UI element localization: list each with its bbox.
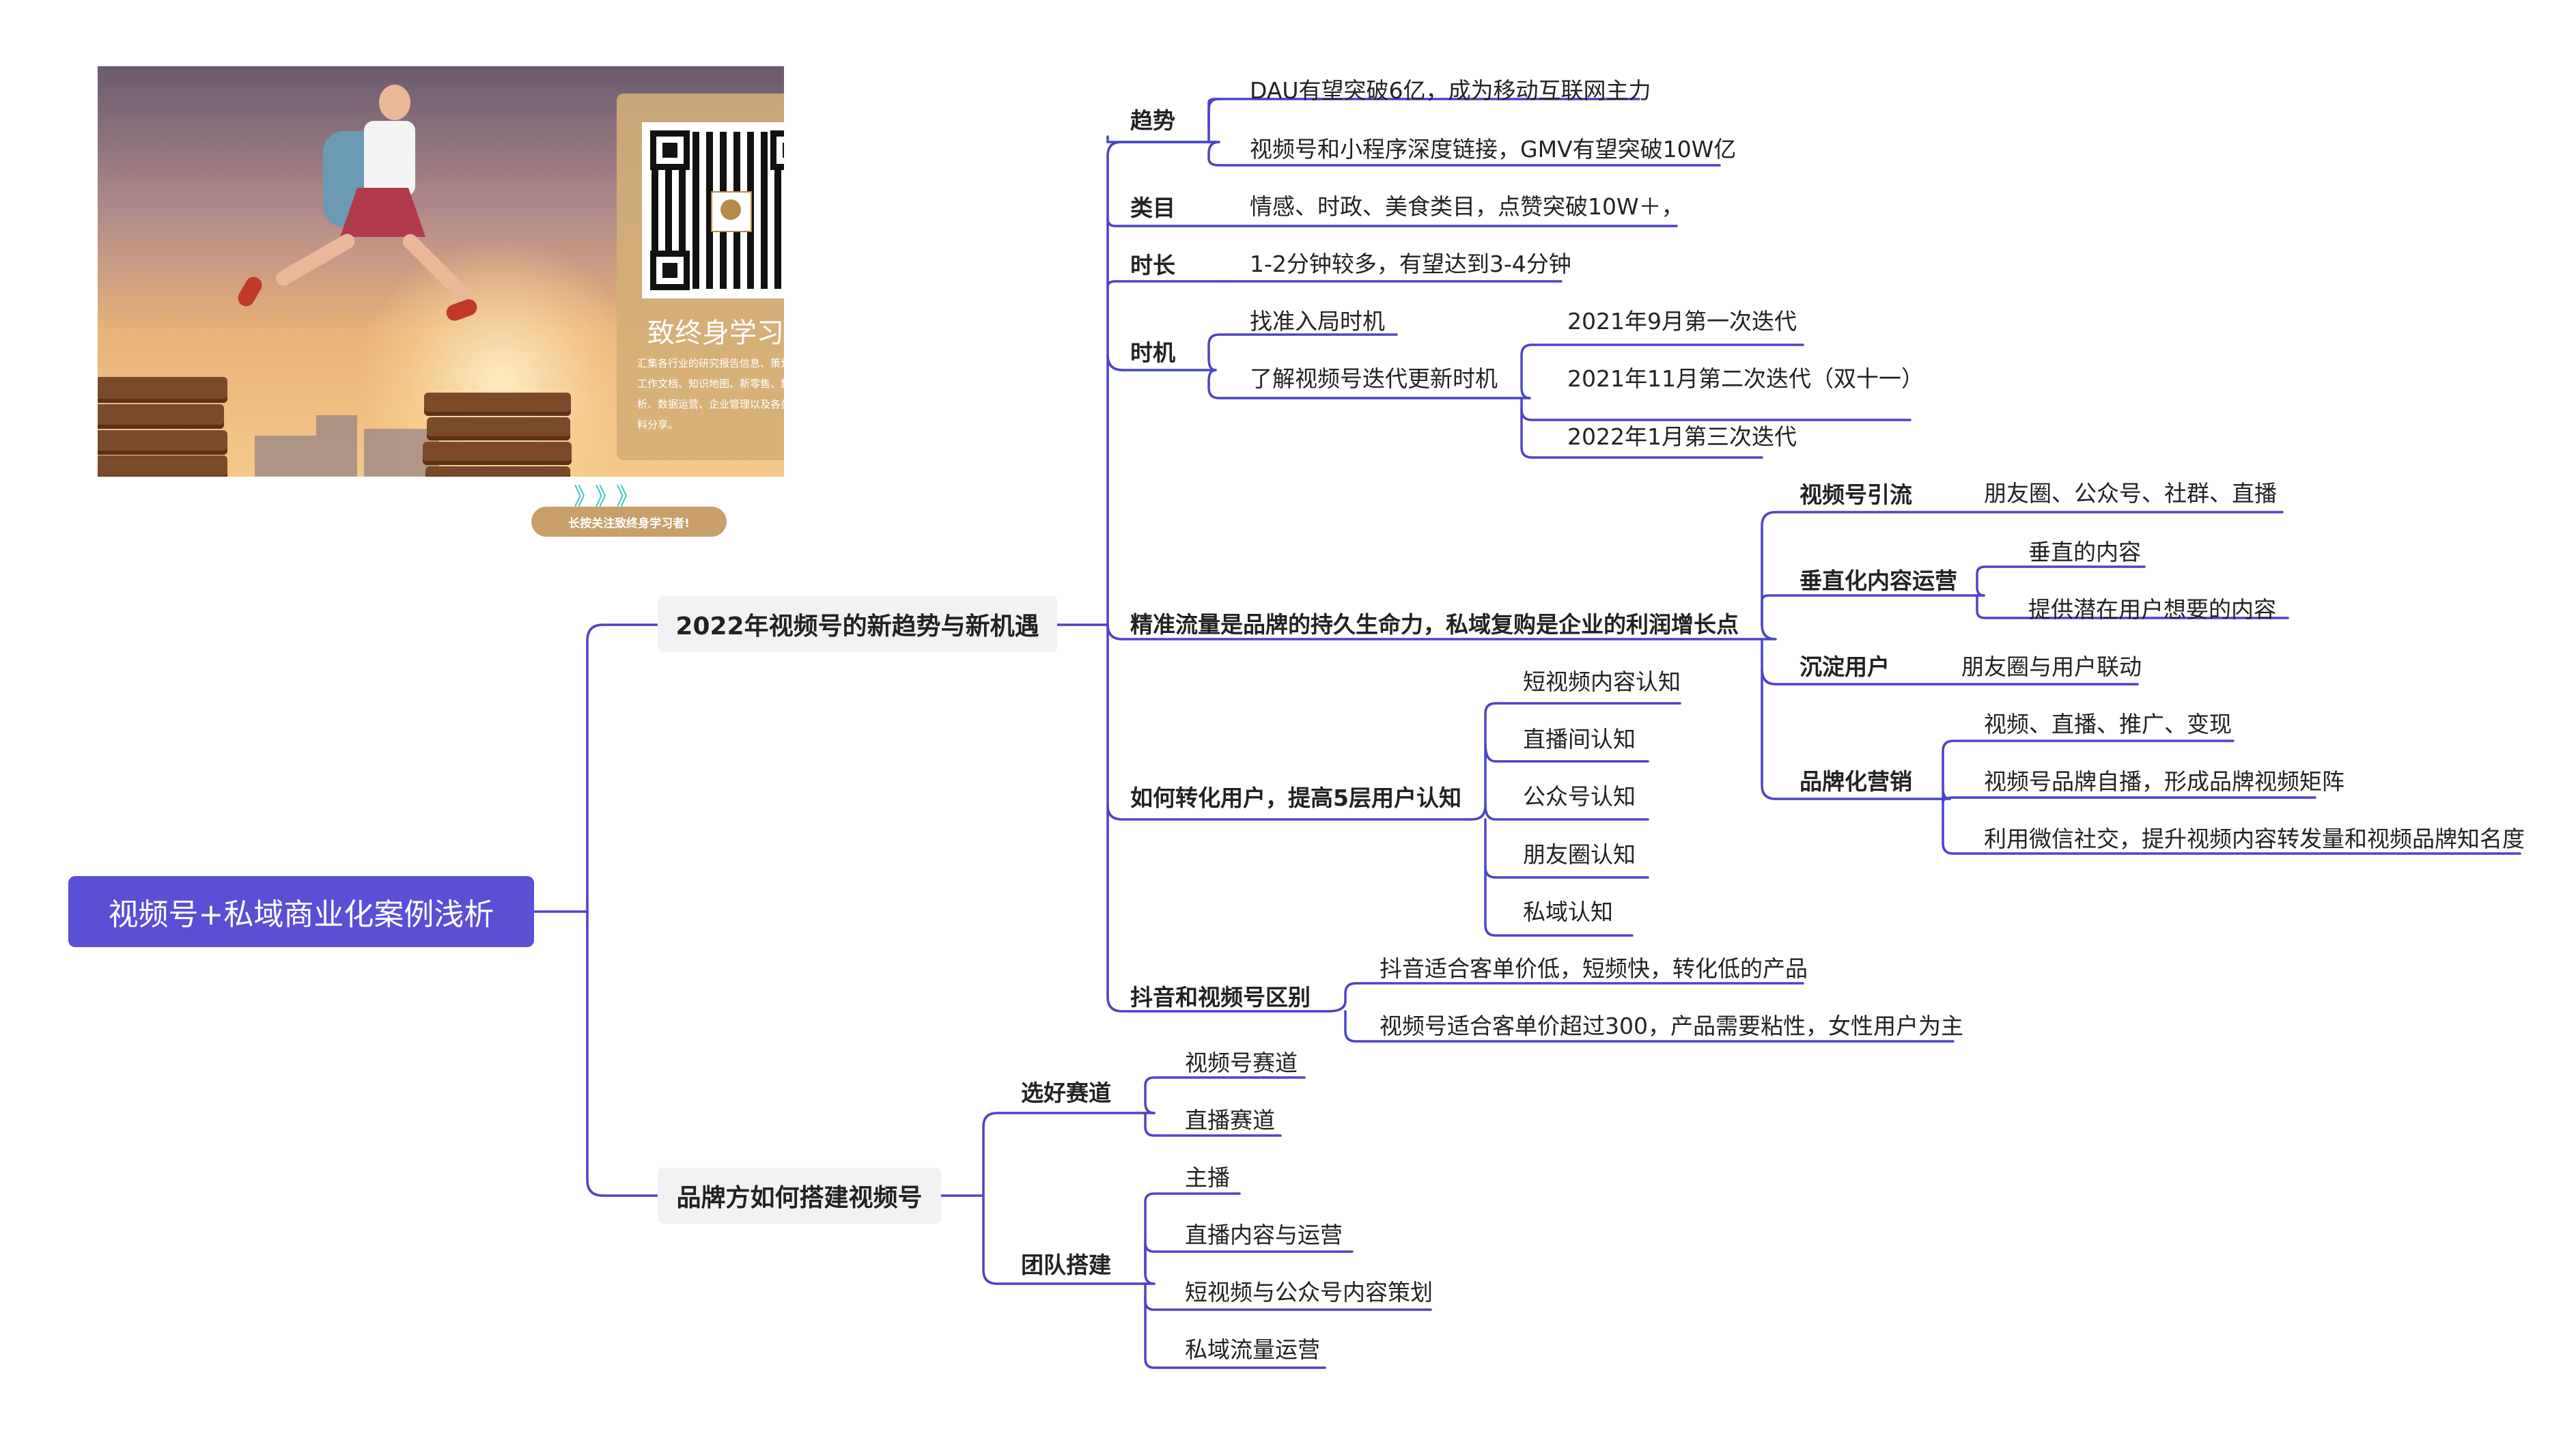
leaf-team-2[interactable]: 直播内容与运营 (1185, 1222, 1343, 1248)
node-duration[interactable]: 时长 (1130, 252, 1175, 279)
node-diversion[interactable]: 视频号引流 (1800, 481, 1912, 508)
leaf-convert-1[interactable]: 短视频内容认知 (1523, 668, 1681, 695)
leaf-diversion-1[interactable]: 朋友圈、公众号、社群、直播 (1984, 480, 2277, 507)
leaf-brand-2[interactable]: 视频号品牌自播，形成品牌视频矩阵 (1984, 768, 2344, 795)
leaf-iteration-2[interactable]: 2021年11月第二次迭代（双十一） (1567, 365, 1924, 392)
leaf-timing-2[interactable]: 了解视频号迭代更新时机 (1250, 365, 1498, 392)
city-building (316, 415, 357, 477)
leaf-convert-3[interactable]: 公众号认知 (1523, 783, 1636, 810)
node-choose-track[interactable]: 选好赛道 (1021, 1080, 1111, 1106)
qr-logo (711, 191, 752, 232)
leaf-track-2[interactable]: 直播赛道 (1185, 1107, 1275, 1134)
book-stack (425, 466, 570, 477)
leaf-settle-1[interactable]: 朋友圈与用户联动 (1961, 653, 2142, 680)
girl-head (379, 85, 410, 120)
node-convert-users[interactable]: 如何转化用户，提高5层用户认知 (1130, 785, 1461, 811)
node-timing[interactable]: 时机 (1130, 339, 1175, 366)
leaf-convert-4[interactable]: 朋友圈认知 (1523, 841, 1636, 868)
node-settle-users[interactable]: 沉淀用户 (1800, 653, 1890, 680)
branch-build-channel[interactable]: 品牌方如何搭建视频号 (658, 1168, 941, 1224)
qr-panel: 致终身学习者 汇集各行业的研究报告信息、策划方案、工作文档、知识地图、新零售、数… (617, 94, 784, 460)
leaf-convert-5[interactable]: 私域认知 (1523, 899, 1613, 925)
leaf-category-1[interactable]: 情感、时政、美食类目，点赞突破10W＋， (1250, 193, 1684, 220)
leaf-track-1[interactable]: 视频号赛道 (1185, 1050, 1298, 1076)
leaf-douyin-2[interactable]: 视频号适合客单价超过300，产品需要粘性，女性用户为主 (1380, 1013, 1963, 1039)
leaf-iteration-3[interactable]: 2022年1月第三次迭代 (1567, 423, 1797, 450)
leaf-brand-3[interactable]: 利用微信社交，提升视频内容转发量和视频品牌知名度 (1984, 826, 2525, 852)
girl-leg (272, 231, 358, 289)
book-stack (424, 393, 571, 416)
edge-root-branch2 (586, 910, 659, 1197)
node-brand-marketing[interactable]: 品牌化营销 (1800, 768, 1912, 795)
promo-arrows: 》》》 (574, 483, 649, 511)
node-category[interactable]: 类目 (1130, 195, 1175, 221)
book-stack (98, 430, 227, 455)
girl-shirt (364, 121, 415, 196)
leaf-douyin-1[interactable]: 抖音适合客单价低，短频快，转化低的产品 (1380, 955, 1808, 982)
node-precision-traffic[interactable]: 精准流量是品牌的持久生命力，私域复购是企业的利润增长点 (1130, 611, 1739, 638)
mindmap-root[interactable]: 视频号+私域商业化案例浅析 (68, 876, 534, 947)
book-stack (98, 455, 227, 477)
girl-shoe (235, 274, 265, 309)
book-stack (427, 417, 570, 440)
leaf-trend-2[interactable]: 视频号和小程序深度链接，GMV有望突破10W亿 (1250, 136, 1737, 163)
leaf-iteration-1[interactable]: 2021年9月第一次迭代 (1567, 308, 1797, 335)
node-team-building[interactable]: 团队搭建 (1021, 1252, 1111, 1278)
leaf-vertical-1[interactable]: 垂直的内容 (2028, 539, 2141, 565)
promo-cta[interactable]: 长按关注致终身学习者! (531, 507, 727, 537)
promo-brand: 致终身学习者 (647, 318, 784, 349)
promo-photo: 致终身学习者 汇集各行业的研究报告信息、策划方案、工作文档、知识地图、新零售、数… (98, 66, 784, 477)
leaf-team-3[interactable]: 短视频与公众号内容策划 (1185, 1279, 1433, 1306)
qr-finder (650, 130, 690, 170)
leaf-team-1[interactable]: 主播 (1185, 1164, 1230, 1191)
leaf-timing-1[interactable]: 找准入局时机 (1250, 308, 1385, 335)
leaf-brand-1[interactable]: 视频、直播、推广、变现 (1984, 711, 2232, 737)
leaf-convert-2[interactable]: 直播间认知 (1523, 726, 1636, 752)
city-building (255, 436, 316, 477)
promo-description: 汇集各行业的研究报告信息、策划方案、工作文档、知识地图、新零售、数据分析、数据运… (637, 357, 784, 431)
qr-finder (770, 130, 784, 170)
book-stack (98, 404, 224, 429)
qr-finder (650, 251, 690, 290)
node-trend[interactable]: 趋势 (1130, 107, 1175, 134)
branch-new-trends[interactable]: 2022年视频号的新趋势与新机遇 (658, 596, 1057, 652)
leaf-team-4[interactable]: 私域流量运营 (1185, 1336, 1320, 1363)
book-stack (98, 377, 227, 403)
node-douyin-vs-channels[interactable]: 抖音和视频号区别 (1130, 984, 1311, 1011)
leaf-vertical-2[interactable]: 提供潜在用户想要的内容 (2028, 596, 2276, 623)
qr-code[interactable] (642, 122, 784, 298)
node-vertical-content[interactable]: 垂直化内容运营 (1800, 567, 1957, 594)
edge-root-branch1 (533, 623, 659, 913)
book-stack (423, 442, 572, 465)
leaf-duration-1[interactable]: 1-2分钟较多，有望达到3-4分钟 (1250, 251, 1571, 277)
leaf-trend-1[interactable]: DAU有望突破6亿，成为移动互联网主力 (1250, 77, 1651, 104)
